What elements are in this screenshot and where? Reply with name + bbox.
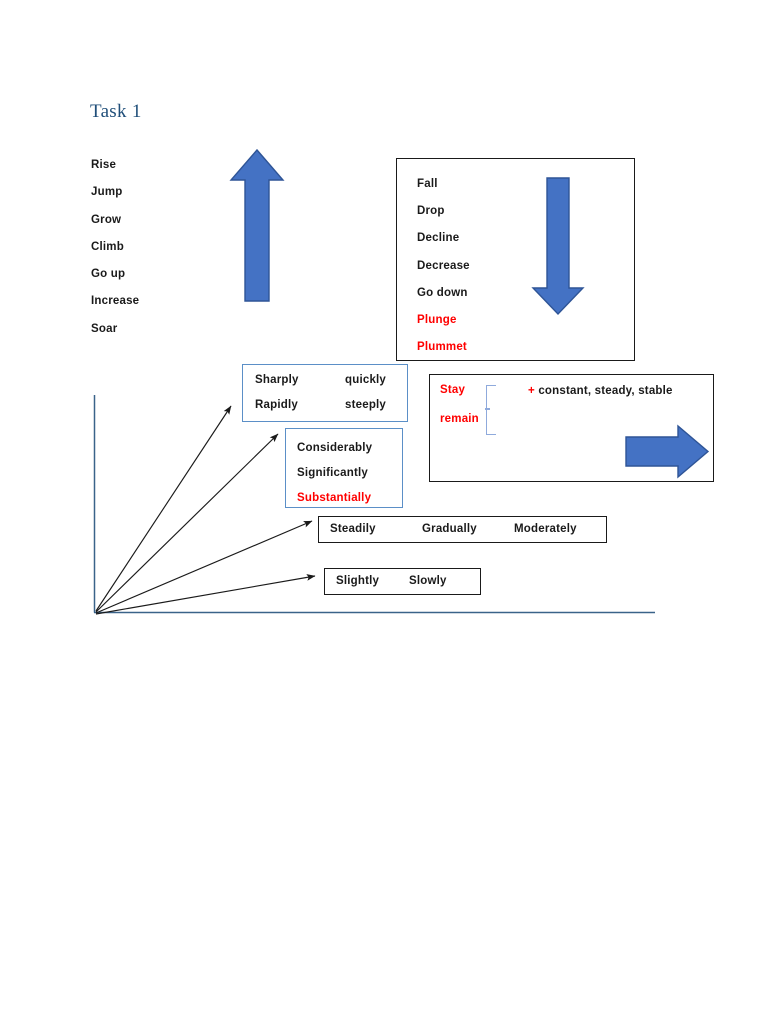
plus-sign: + <box>528 385 535 397</box>
list-item: Jump <box>91 186 123 199</box>
adverb-cell: Rapidly <box>255 399 298 411</box>
steady-complements: + constant, steady, stable <box>528 385 673 397</box>
list-item: Increase <box>91 295 140 308</box>
list-item: Rise <box>91 159 117 171</box>
slope-arrow-slightly <box>95 574 316 615</box>
complement-words: constant, steady, stable <box>538 385 673 397</box>
downward-verb-box: Fall Drop Decline Decrease Go down Plung… <box>396 158 635 361</box>
sharply-adverb-box: Sharply quickly Rapidly steeply <box>242 364 408 422</box>
list-item: Climb <box>91 240 124 253</box>
slope-arrow-steadily <box>95 520 313 614</box>
adverb-cell: Moderately <box>514 523 577 535</box>
upward-verb-list: Rise Jump Grow Climb Go up Increase Soar <box>91 152 231 343</box>
adverb-cell: steeply <box>345 399 387 411</box>
adverb-cell: Considerably <box>297 442 373 454</box>
slope-arrows <box>95 405 316 615</box>
list-item: Drop <box>417 205 445 218</box>
steady-state-box: Stay remain + constant, steady, stable <box>429 374 714 482</box>
adverb-cell: Substantially <box>297 492 372 504</box>
list-item: Plummet <box>417 341 467 354</box>
curly-bracket-icon <box>485 385 496 435</box>
adverb-cell: Gradually <box>422 523 477 535</box>
list-item: Go down <box>417 286 468 299</box>
steady-verb: remain <box>440 413 479 425</box>
steady-verb: Stay <box>440 384 466 396</box>
list-item: Soar <box>91 322 118 335</box>
downward-verb-list: Fall Drop Decline Decrease Go down Plung… <box>417 171 470 361</box>
adverb-cell: Steadily <box>330 523 376 535</box>
adverb-cell: Slowly <box>409 575 447 587</box>
list-item: Decrease <box>417 259 470 272</box>
slightly-adverb-box: Slightly Slowly <box>324 568 481 595</box>
list-item: Decline <box>417 232 460 245</box>
list-item: Plunge <box>417 314 457 327</box>
steadily-adverb-box: Steadily Gradually Moderately <box>318 516 607 543</box>
considerably-adverb-list: Considerably Significantly Substantially <box>297 436 372 511</box>
adverb-cell: Slightly <box>336 575 380 587</box>
list-item: Grow <box>91 213 122 226</box>
adverb-cell: quickly <box>345 374 387 386</box>
page-title: Task 1 <box>90 101 142 122</box>
adverb-cell: Significantly <box>297 467 368 479</box>
list-item: Fall <box>417 178 438 190</box>
considerably-adverb-box: Considerably Significantly Substantially <box>285 428 403 508</box>
slope-arrow-sharply <box>95 405 232 612</box>
list-item: Go up <box>91 268 126 281</box>
slope-arrow-considerably <box>95 433 279 613</box>
up-arrow-icon <box>229 148 285 302</box>
adverb-cell: Sharply <box>255 374 299 386</box>
